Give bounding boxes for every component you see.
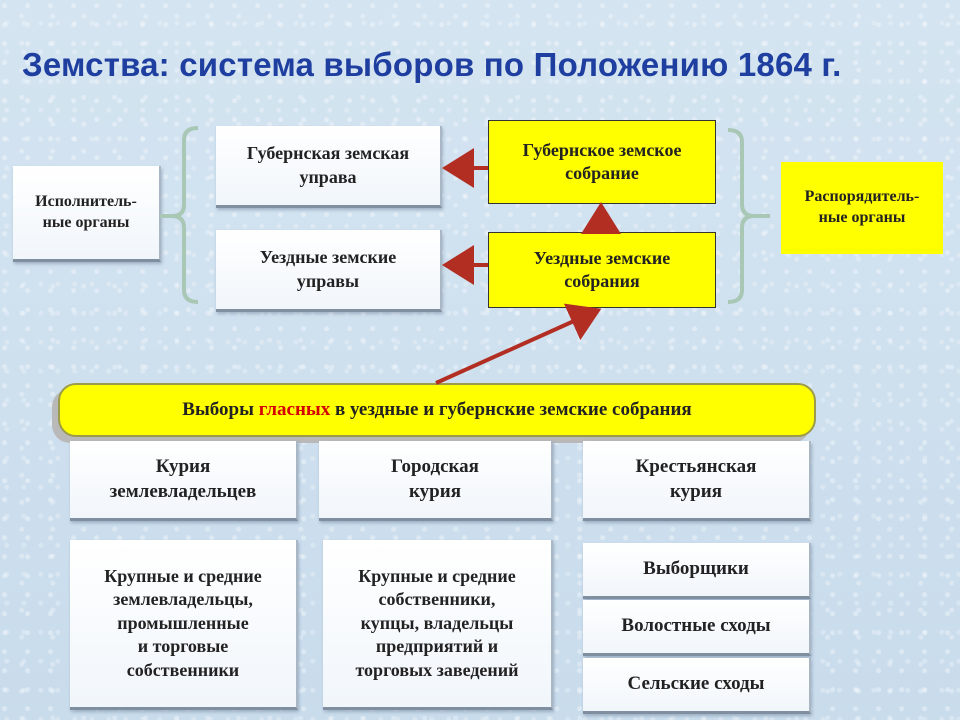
peasant-level-volost: Волостные сходы <box>583 600 811 656</box>
peasant-level-electors: Выборщики <box>583 543 811 599</box>
gubernia-sobranie-box: Губернское земское собрание <box>488 120 716 204</box>
uezd-upravy-box: Уездные земские управы <box>216 230 442 312</box>
gubernia-uprava-box: Губернская земская управа <box>216 126 442 208</box>
peasant-level-village: Сельские сходы <box>583 658 811 714</box>
arrow-elections-to-uezd <box>435 303 602 385</box>
administrative-organs-label: Распорядитель- ные органы <box>781 162 943 254</box>
curia-urban: Городская курия <box>319 441 553 521</box>
page-title: Земства: система выборов по Положению 18… <box>22 46 842 83</box>
curia-urban-members: Крупные и средние собственники, купцы, в… <box>323 540 553 710</box>
curia-landowners-members: Крупные и средние землевладельцы, промыш… <box>70 540 298 710</box>
executive-organs-label: Исполнитель- ные органы <box>13 166 161 262</box>
curia-landowners: Курия землевладельцев <box>70 441 298 521</box>
curia-peasant: Крестьянская курия <box>583 441 811 521</box>
elections-prefix: Выборы <box>182 399 259 420</box>
left-bracket <box>171 126 199 304</box>
elections-highlight: гласных <box>258 399 331 420</box>
elections-suffix: в уездные и губернские земские собрания <box>330 399 692 420</box>
right-bracket <box>727 128 755 304</box>
elections-banner: Выборы гласных в уездные и губернские зе… <box>58 383 816 437</box>
uezd-sobrania-box: Уездные земские собрания <box>488 232 716 308</box>
